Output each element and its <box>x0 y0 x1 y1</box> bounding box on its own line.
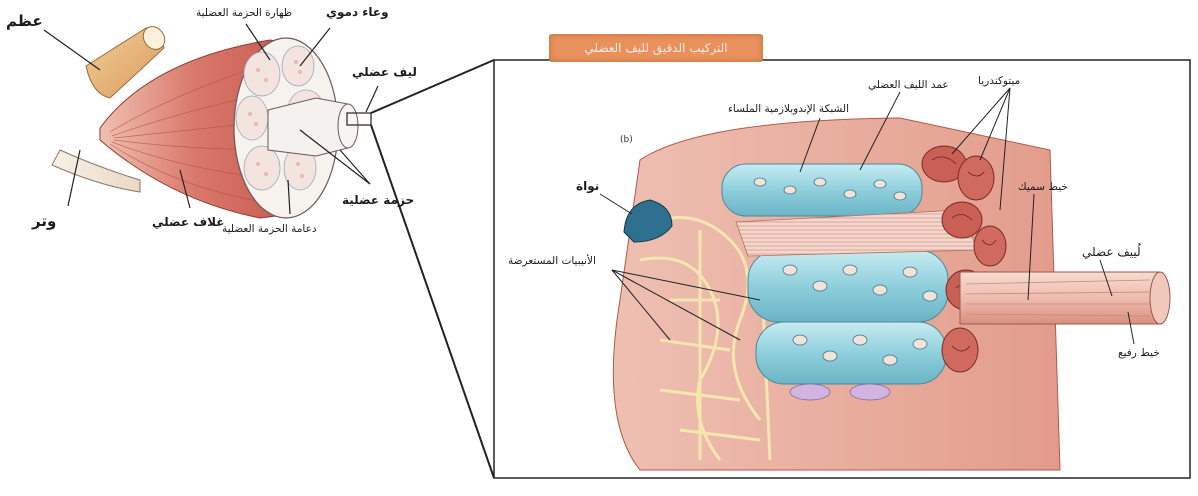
label-muscle-fiber: ليف عضلي <box>352 66 417 78</box>
myofibril-drawing <box>960 272 1170 324</box>
zoom-connector <box>371 60 494 478</box>
label-blood-vessel: وعاء دموي <box>326 6 389 18</box>
label-fascicle: حزمة عضلية <box>342 194 414 206</box>
label-thin-filament: خيط رفيع <box>1118 348 1160 359</box>
label-myofibril: لُييف عضلي <box>1082 246 1141 258</box>
label-myofibril-column: عمد الليف العضلي <box>868 80 949 91</box>
label-epimysium: غلاف عضلي <box>152 216 225 228</box>
label-perimysium: ظهارة الحزمة العضلية <box>196 8 292 19</box>
label-nucleus: نواة <box>576 180 599 192</box>
label-thick-filament: خيط سميك <box>1018 182 1068 193</box>
label-smooth-er: الشبكة الإندوبلازمية الملساء <box>728 104 849 115</box>
label-endomysium: دعامة الحزمة العضلية <box>222 224 317 235</box>
muscle-cross-section <box>234 38 371 218</box>
panel-title-banner: التركيب الدقيق لليف العضلي <box>549 34 763 62</box>
label-t-tubules: الأنيبيات المستعرضة <box>508 256 596 267</box>
sarcoplasmic-reticulum-bundles <box>722 164 948 384</box>
label-mitochondria: ميتوكندريا <box>978 76 1020 87</box>
panel-title: التركيب الدقيق لليف العضلي <box>549 41 763 55</box>
label-tendon: وتر <box>32 214 56 229</box>
whole-muscle-drawing <box>44 22 378 218</box>
panel-tag: (b) <box>620 135 633 145</box>
label-bone: عظم <box>6 14 43 29</box>
